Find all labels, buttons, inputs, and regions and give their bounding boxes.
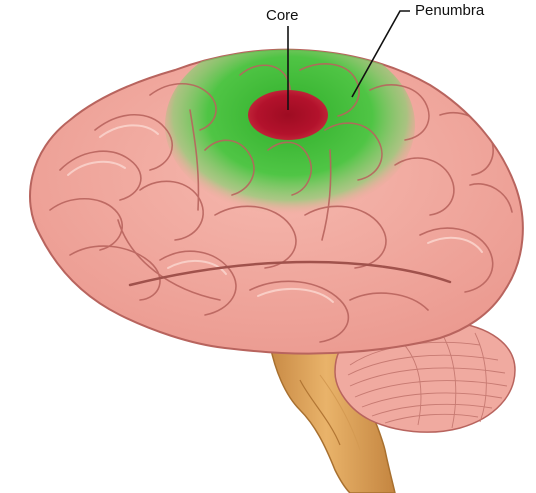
cerebrum bbox=[30, 35, 523, 354]
core-label: Core bbox=[266, 8, 299, 23]
penumbra-label: Penumbra bbox=[415, 3, 484, 18]
